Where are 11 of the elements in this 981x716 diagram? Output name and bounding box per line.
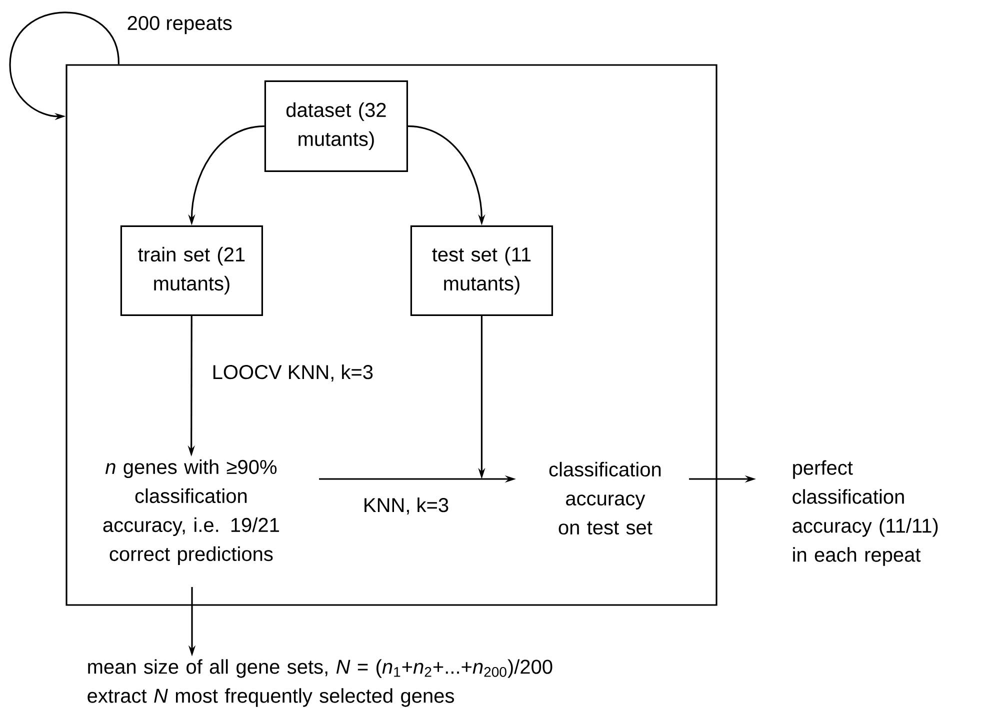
big-frame [66, 64, 718, 606]
train-set-box: train set (21 mutants) [120, 225, 263, 316]
edge-label: 200 repeats [126, 14, 234, 36]
test-set-box: test set (11 mutants) [410, 225, 553, 316]
edge-label: KNN, k=3 [362, 496, 450, 516]
result-text: perfect classification accuracy (11/11) in each repeat [792, 460, 938, 566]
summary-text: mean size of all gene sets, N = (n$_{1}$+n$_{2}$+...+n$_{200}$)/200 extract N most frequently selected genes [88, 659, 552, 707]
result-text: classification accuracy on test set [549, 462, 661, 535]
result-text: n genes with ≥90% classification accuracy, i.e. 19/21 correct predictions [103, 459, 279, 566]
dataset-box: dataset (32 mutants) [264, 80, 408, 172]
edge-label: LOOCV KNN, k=3 [210, 363, 375, 383]
